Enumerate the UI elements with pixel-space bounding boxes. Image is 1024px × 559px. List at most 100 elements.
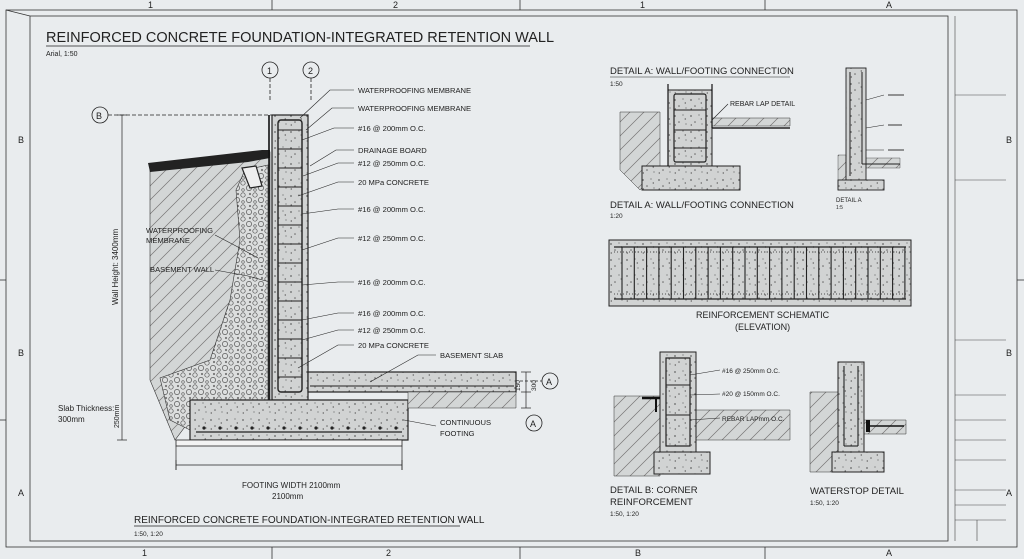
grid-right-2: B — [1006, 348, 1012, 358]
label-rebar-2: #12 @ 250mm O.C. — [358, 159, 426, 168]
wall-height-dim: Wall Height: 3400mm — [111, 228, 120, 305]
label-continuous: CONTINUOUS — [440, 418, 491, 427]
reinforcement-schematic — [608, 239, 912, 307]
slab-thickness-label: Slab Thickness: — [58, 404, 114, 413]
label-rebar-5: #16 @ 200mm O.C. — [358, 278, 426, 287]
gridline-label-1: 1 — [267, 66, 272, 76]
grid-label-a2: A — [530, 419, 536, 429]
label-rebar-6: #16 @ 200mm O.C. — [358, 309, 426, 318]
footing-bar — [250, 426, 254, 430]
left-dim-250: 250mm — [114, 404, 121, 428]
label-membrane-2: WATERPROOFING MEMBRANE — [358, 104, 471, 113]
waterstop-scale: 1:50, 1:20 — [810, 500, 839, 507]
detail-b-scale: 1:50, 1:20 — [610, 511, 639, 518]
label-left-membrane-1: WATERPROOFING — [146, 226, 213, 235]
grid-top-2: 2 — [393, 0, 398, 10]
detail-b-title-1: DETAIL B: CORNER — [610, 485, 698, 496]
label-concrete-1: 20 MPa CONCRETE — [358, 178, 429, 187]
detail-a1-scale: 1:50 — [610, 81, 623, 88]
footing-bar — [298, 426, 302, 430]
footing-bar — [314, 426, 318, 430]
gravel-backfill — [159, 164, 269, 431]
grid-right-1: B — [1006, 135, 1012, 145]
title-block — [954, 16, 1006, 541]
callout-leaders — [214, 89, 437, 427]
grid-left-2: B — [18, 348, 24, 358]
footing-width-label: FOOTING WIDTH 2100mm — [242, 481, 341, 490]
footing-bar — [202, 426, 206, 430]
detail-b-label-3: REBAR LAPmm O.C. — [722, 416, 785, 423]
waterstop-title: WATERSTOP DETAIL — [810, 486, 904, 497]
label-footing: FOOTING — [440, 429, 475, 438]
detail-b-title-2: REINFORCEMENT — [610, 497, 693, 508]
drawing-title: REINFORCED CONCRETE FOUNDATION-INTEGRATE… — [46, 30, 554, 46]
label-membrane-1: WATERPROOFING MEMBRANE — [358, 86, 471, 95]
label-left-membrane-2: MEMBRANE — [146, 236, 190, 245]
grid-bottom-4: A — [886, 548, 892, 558]
drawing-subtitle: Arial, 1:50 — [46, 51, 78, 58]
label-drainage-board: DRAINAGE BOARD — [358, 146, 427, 155]
continuous-footing — [189, 399, 409, 441]
schematic-title: REINFORCEMENT SCHEMATIC — [696, 310, 830, 320]
gridline-label-2: 2 — [308, 66, 313, 76]
footing-bar — [346, 426, 350, 430]
footing-bars — [202, 426, 398, 430]
detail-a2-title: DETAIL A: WALL/FOOTING CONNECTION — [610, 200, 794, 211]
dimension-lines — [117, 114, 531, 470]
footing-bar — [394, 426, 398, 430]
detail-small-scale: 1:5 — [836, 205, 843, 211]
grid-top-4: A — [886, 0, 892, 10]
grid-label-b: B — [96, 111, 102, 121]
wall-ties — [278, 129, 302, 378]
slab-subgrade — [407, 391, 517, 409]
ground-surface — [148, 150, 270, 172]
detail-a-top — [619, 84, 791, 191]
detail-b — [613, 351, 791, 477]
label-rebar-3: #16 @ 200mm O.C. — [358, 205, 426, 214]
footing-bar — [282, 426, 286, 430]
label-concrete-2: 20 MPa CONCRETE — [358, 341, 429, 350]
footing-bar — [234, 426, 238, 430]
label-rebar-4: #12 @ 250mm O.C. — [358, 234, 426, 243]
waterstop-detail — [809, 361, 907, 473]
label-basement-slab: BASEMENT SLAB — [440, 351, 503, 360]
grid-label-a1: A — [546, 377, 552, 387]
footing-bar — [266, 426, 270, 430]
detail-b-label-1: #16 @ 250mm O.C. — [722, 368, 780, 375]
detail-a1-title: DETAIL A: WALL/FOOTING CONNECTION — [610, 66, 794, 77]
footing-bar — [330, 426, 334, 430]
grid-top-3: 1 — [640, 0, 645, 10]
grid-right-3: A — [1006, 488, 1012, 498]
drain-pipe — [241, 165, 263, 189]
grid-left-3: A — [18, 488, 24, 498]
label-rebar-7: #12 @ 250mm O.C. — [358, 326, 426, 335]
detail-small — [837, 67, 904, 191]
grid-bottom-2: 2 — [386, 548, 391, 558]
basement-slab — [307, 371, 517, 393]
slab-dim-150: 150 — [515, 380, 522, 391]
schematic-subtitle: (ELEVATION) — [735, 322, 790, 332]
slab-thickness-value: 300mm — [58, 415, 85, 424]
label-rebar-1: #16 @ 200mm O.C. — [358, 124, 426, 133]
grid-bottom-1: 1 — [142, 548, 147, 558]
label-basement-wall: BASEMENT WALL — [150, 265, 214, 274]
footing-width-dim: 2100mm — [272, 492, 303, 501]
footing-bar — [362, 426, 366, 430]
grid-top-1: 1 — [148, 0, 153, 10]
footing-base — [175, 439, 403, 447]
footing-bar — [378, 426, 382, 430]
main-caption-scale: 1:50, 1:20 — [134, 531, 163, 538]
grid-left-1: B — [18, 135, 24, 145]
main-caption: REINFORCED CONCRETE FOUNDATION-INTEGRATE… — [134, 515, 485, 526]
wall-rebar — [277, 119, 303, 393]
detail-a1-rebar-lap: REBAR LAP DETAIL — [730, 101, 795, 108]
grid-bottom-3: B — [635, 548, 641, 558]
footing-bar — [218, 426, 222, 430]
detail-small-title: DETAIL A — [836, 198, 862, 204]
main-section — [148, 114, 517, 447]
slab-dim-300: 300 — [531, 380, 538, 391]
detail-b-label-2: #20 @ 150mm O.C. — [722, 391, 780, 398]
detail-a2-scale: 1:20 — [610, 213, 623, 220]
